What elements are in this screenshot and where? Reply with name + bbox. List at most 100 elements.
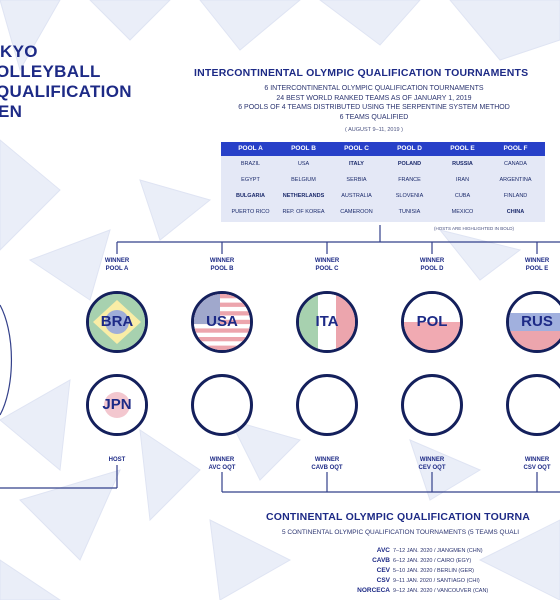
- winner-label-line: POOL D: [420, 266, 444, 272]
- team-circle-rus: RUS: [506, 291, 560, 353]
- pool-team: CAMEROON: [340, 209, 373, 215]
- winner-label: WINNER POOL B: [192, 257, 252, 273]
- pool-team: RUSSIA: [452, 161, 473, 167]
- host-label-line: HOST: [108, 457, 126, 463]
- pool-body: ITALY SERBIA AUSTRALIA CAMEROON: [327, 156, 386, 222]
- ioqt-desc-line: 6 INTERCONTINENTAL OLYMPIC QUALIFICATION…: [264, 85, 484, 92]
- pool-team: AUSTRALIA: [341, 193, 372, 199]
- pool-team: SERBIA: [346, 177, 367, 183]
- coqt-description: 5 CONTINENTAL OLYMPIC QUALIFICATION TOUR…: [282, 529, 520, 536]
- pool-team: SLOVENIA: [395, 193, 424, 199]
- pool-team: POLAND: [397, 161, 422, 167]
- winner-label-line: WINNER: [209, 258, 235, 264]
- pool-team: CHINA: [506, 209, 525, 215]
- pool-d: POOL D POLAND FRANCE SLOVENIA TUNISIA: [380, 142, 439, 222]
- team-code: BRA: [100, 313, 134, 330]
- winner-label-line: CAVB OQT: [311, 465, 343, 471]
- pool-f: POOL F CANADA ARGENTINA FINLAND CHINA: [486, 142, 545, 222]
- empty-slot-circle: [296, 374, 358, 436]
- team-circle-usa: USA: [191, 291, 253, 353]
- empty-slot-circle: [506, 374, 560, 436]
- coqt-confederation: CSV: [376, 577, 390, 584]
- pool-e: POOL E RUSSIA IRAN CUBA MEXICO: [433, 142, 492, 222]
- pool-header: POOL D: [380, 142, 439, 156]
- title-line: QUALIFICATION: [0, 82, 132, 101]
- team-circle-jpn: JPN: [86, 374, 148, 436]
- pool-team: BRAZIL: [240, 161, 261, 167]
- pool-team: FINLAND: [503, 193, 528, 199]
- winner-label: WINNER POOL A: [87, 257, 147, 273]
- pool-team: ITALY: [349, 161, 364, 167]
- pool-team: REP. OF KOREA: [282, 209, 325, 215]
- pool-team: BULGARIA: [235, 193, 266, 199]
- ioqt-desc-line: 24 BEST WORLD RANKED TEAMS AS OF JANUARY…: [276, 94, 472, 102]
- coqt-confederation: AVC: [376, 547, 390, 554]
- coqt-detail: 9–11 JAN. 2020 / SANTIAGO (CHI): [393, 578, 480, 584]
- ioqt-heading: INTERCONTINENTAL OLYMPIC QUALIFICATION T…: [194, 67, 529, 79]
- coqt-confederation: CEV: [376, 567, 390, 574]
- pool-header: POOL E: [433, 142, 492, 156]
- title-line: EN: [0, 102, 23, 121]
- pool-team: NETHERLANDS: [282, 193, 325, 199]
- pool-body: POLAND FRANCE SLOVENIA TUNISIA: [380, 156, 439, 222]
- winner-label-line: WINNER: [104, 258, 130, 264]
- winner-label-line: WINNER: [524, 457, 550, 463]
- pool-team: CUBA: [454, 193, 471, 199]
- empty-slot-circle: [191, 374, 253, 436]
- flag-overlay: [89, 294, 145, 350]
- team-code: ITA: [315, 313, 339, 330]
- coqt-confederation: CAVB: [372, 557, 390, 564]
- coqt-detail: 6–12 JAN. 2020 / CAIRO (EGY): [393, 558, 472, 564]
- pool-body: USA BELGIUM NETHERLANDS REP. OF KOREA: [274, 156, 333, 222]
- winner-label-line: POOL E: [525, 266, 549, 272]
- team-code: USA: [206, 313, 238, 330]
- coqt-detail: 9–12 JAN. 2020 / VANCOUVER (CAN): [393, 588, 489, 594]
- pool-body: BRAZIL EGYPT BULGARIA PUERTO RICO: [221, 156, 280, 222]
- pool-team: CANADA: [504, 161, 527, 167]
- host-label: HOST: [97, 456, 137, 464]
- team-code: RUS: [521, 313, 553, 330]
- ioqt-dates: ( AUGUST 9–11, 2019 ): [345, 127, 403, 133]
- pool-header: POOL C: [327, 142, 386, 156]
- japan-flag-icon: [89, 377, 145, 433]
- winner-label-line: WINNER: [209, 457, 235, 463]
- pool-team: BELGIUM: [291, 177, 316, 183]
- pool-c: POOL C ITALY SERBIA AUSTRALIA CAMEROON: [327, 142, 386, 222]
- winner-label-line: POOL B: [210, 266, 234, 272]
- pool-a: POOL A BRAZIL EGYPT BULGARIA PUERTO RICO: [221, 142, 280, 222]
- flag-overlay: [404, 294, 460, 350]
- team-circle-pol: POL: [401, 291, 463, 353]
- pool-header: POOL A: [221, 142, 280, 156]
- coqt-confederation: NORCECA: [357, 587, 390, 594]
- pool-body: RUSSIA IRAN CUBA MEXICO: [433, 156, 492, 222]
- hosts-note: (HOSTS ARE HIGHLIGHTED IN BOLD): [434, 226, 515, 231]
- page-title: KYO OLLEYBALL QUALIFICATION EN: [0, 42, 132, 122]
- pool-body: CANADA ARGENTINA FINLAND CHINA: [486, 156, 545, 222]
- pool-team: EGYPT: [241, 177, 260, 183]
- team-code: JPN: [102, 396, 132, 413]
- ioqt-desc-line: 6 POOLS OF 4 TEAMS DISTRIBUTED USING THE…: [238, 104, 510, 112]
- team-circle-bra: BRA: [86, 291, 148, 353]
- winner-label: WINNER POOL D: [402, 257, 462, 273]
- winner-label-line: POOL A: [105, 266, 129, 272]
- winner-label-line: WINNER: [314, 457, 340, 463]
- empty-slot-circle: [401, 374, 463, 436]
- winner-label-line: WINNER: [419, 258, 445, 264]
- coqt-heading: CONTINENTAL OLYMPIC QUALIFICATION TOURNA: [266, 511, 531, 523]
- pool-header: POOL B: [274, 142, 333, 156]
- team-circle-ita: ITA: [296, 291, 358, 353]
- winner-label: WINNER CAVB OQT: [297, 456, 357, 472]
- flag-overlay: [299, 294, 355, 350]
- pool-team: PUERTO RICO: [231, 209, 270, 215]
- winner-label-line: AVC OQT: [208, 465, 236, 471]
- coqt-detail: 7–12 JAN. 2020 / JIANGMEN (CHN): [393, 548, 483, 554]
- pool-team: IRAN: [455, 177, 470, 183]
- flag-overlay: [509, 294, 560, 350]
